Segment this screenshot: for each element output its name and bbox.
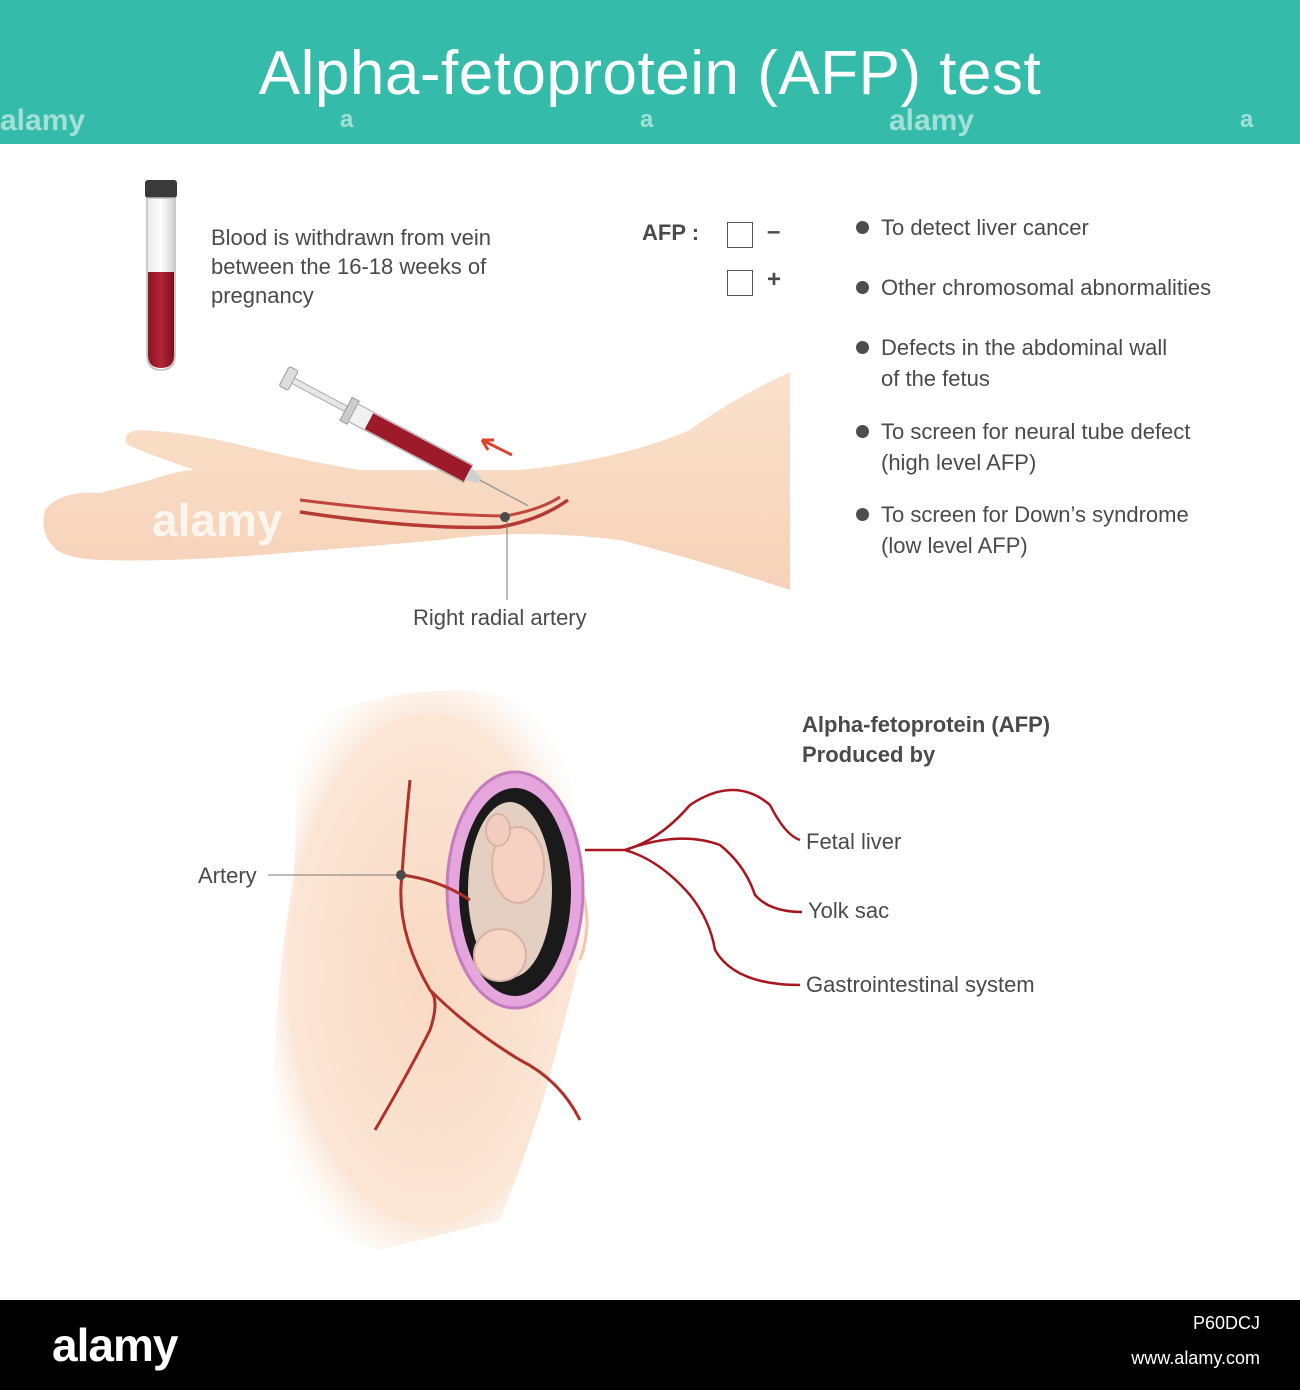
bullet-icon	[856, 425, 869, 438]
description-line: Blood is withdrawn from vein	[211, 225, 492, 250]
source-gastrointestinal-system: Gastrointestinal system	[806, 972, 1035, 997]
bullet-icon	[856, 508, 869, 521]
source-branches	[585, 788, 803, 987]
list-item-text: To detect liver cancer	[881, 215, 1089, 240]
artery-label: Artery	[198, 863, 257, 888]
list-item-text: of the fetus	[881, 366, 990, 391]
header-banner: Alpha-fetoprotein (AFP) test alamy alamy…	[0, 0, 1300, 144]
heading-line: Alpha-fetoprotein (AFP)	[802, 712, 1051, 737]
bullet-icon	[856, 221, 869, 234]
list-item-text: To screen for Down’s syndrome	[881, 502, 1189, 527]
illustration	[43, 180, 803, 1250]
list-item-text: Other chromosomal abnormalities	[881, 275, 1212, 300]
production-heading: Alpha-fetoprotein (AFP) Produced by	[802, 710, 1050, 770]
arm-illustration	[43, 372, 790, 600]
footer-logo: alamy	[52, 1319, 178, 1371]
afp-negative-checkbox[interactable]	[727, 222, 753, 248]
positive-sign: +	[767, 266, 782, 293]
fetus-illustration	[445, 770, 585, 1010]
description-line: pregnancy	[211, 283, 314, 308]
page-title: Alpha-fetoprotein (AFP) test	[258, 39, 1042, 108]
list-item-text: To screen for neural tube defect	[881, 419, 1191, 444]
radial-artery-label: Right radial artery	[413, 605, 587, 630]
list-item-text: (high level AFP)	[881, 450, 1037, 475]
list-item-text: (low level AFP)	[881, 533, 1028, 558]
source-yolk-sac: Yolk sac	[808, 898, 890, 923]
list-item-text: Defects in the abdominal wall	[881, 335, 1168, 360]
afp-label: AFP :	[642, 220, 700, 245]
footer-bar	[0, 1300, 1300, 1390]
watermark-letter: a	[340, 106, 354, 133]
description-line: between the 16-18 weeks of	[211, 254, 487, 279]
afp-positive-checkbox[interactable]	[727, 270, 753, 296]
watermark-letter: a	[640, 106, 654, 133]
negative-sign: –	[767, 218, 781, 245]
watermark-letter: a	[1240, 106, 1254, 133]
syringe-icon	[279, 366, 529, 507]
watermark-text: alamy	[152, 494, 283, 546]
source-fetal-liver: Fetal liver	[806, 829, 902, 854]
heading-line: Produced by	[802, 742, 936, 767]
blood-draw-description: Blood is withdrawn from vein between the…	[211, 223, 491, 310]
bullet-icon	[856, 281, 869, 294]
test-tube-icon	[145, 180, 177, 371]
watermark-text: alamy	[0, 104, 86, 137]
image-id: P60DCJ	[1192, 1313, 1260, 1333]
website-url: www.alamy.com	[1131, 1348, 1260, 1368]
bullet-icon	[856, 341, 869, 354]
arrow-icon	[480, 438, 513, 457]
watermark-text: alamy	[889, 104, 975, 137]
